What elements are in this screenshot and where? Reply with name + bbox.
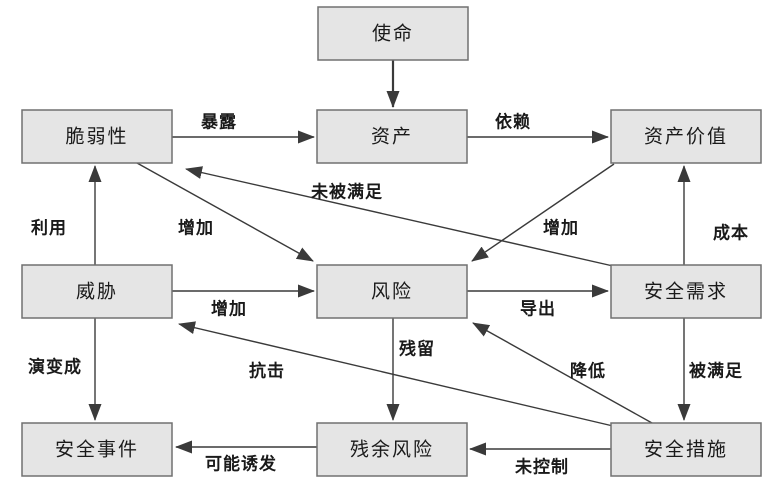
node-security-measure: 安全措施 xyxy=(610,422,762,477)
node-residual-risk: 残余风险 xyxy=(316,422,468,477)
node-security-incident: 安全事件 xyxy=(21,422,173,477)
edge-expose-label: 暴露 xyxy=(200,113,237,132)
node-asset-box xyxy=(316,109,468,164)
edge-increase-by-vulnerability: 增加 xyxy=(136,162,314,262)
node-security-incident-label: 安全事件 xyxy=(55,439,139,461)
edge-increase-by-asset-value: 增加 xyxy=(471,163,615,262)
edge-increase-by-asset-value-line xyxy=(471,163,615,262)
node-asset-value-label: 资产价值 xyxy=(644,126,728,148)
edge-resist-line xyxy=(178,321,614,427)
edge-reduce: 降低 xyxy=(472,322,653,424)
node-security-measure-label: 安全措施 xyxy=(644,439,728,461)
node-vulnerability-label: 脆弱性 xyxy=(65,126,128,148)
edge-reduce-label: 降低 xyxy=(570,361,606,381)
node-mission-box xyxy=(317,6,469,61)
edge-may-induce: 可能诱发 xyxy=(175,440,317,474)
edge-resist: 抗击 xyxy=(178,321,614,427)
edge-derive: 导出 xyxy=(467,284,609,319)
node-security-incident-box xyxy=(21,422,173,477)
node-security-measure-box xyxy=(610,422,762,477)
node-vulnerability-box xyxy=(21,109,173,164)
edge-evolve-into-label: 演变成 xyxy=(28,357,82,377)
node-residual-risk-box xyxy=(316,422,468,477)
node-asset-value-box xyxy=(610,109,762,164)
edge-uncontrolled: 未控制 xyxy=(469,442,611,477)
edge-satisfied: 被满足 xyxy=(677,318,743,421)
edge-uncontrolled-label: 未控制 xyxy=(514,457,569,477)
edge-not-satisfied-line xyxy=(185,166,614,267)
edge-cost: 成本 xyxy=(677,165,749,265)
node-risk: 风险 xyxy=(316,264,468,319)
edge-derive-label: 导出 xyxy=(520,299,556,319)
edge-depend: 依赖 xyxy=(467,112,609,144)
node-risk-box xyxy=(316,264,468,319)
node-asset-label: 资产 xyxy=(371,126,413,148)
node-threat-label: 威胁 xyxy=(76,281,118,303)
edge-depend-label: 依赖 xyxy=(495,112,531,132)
edge-increase-by-threat: 增加 xyxy=(172,284,315,319)
edge-residual: 残留 xyxy=(386,318,435,421)
edge-not-satisfied-label: 未被满足 xyxy=(310,182,383,202)
edge-not-satisfied: 未被满足 xyxy=(185,166,614,267)
edge-expose: 暴露 xyxy=(172,113,315,144)
node-mission: 使命 xyxy=(317,6,469,61)
node-threat: 威胁 xyxy=(21,264,173,319)
edge-cost-label: 成本 xyxy=(713,223,749,243)
node-security-requirement: 安全需求 xyxy=(610,264,762,319)
node-asset-value: 资产价值 xyxy=(610,109,762,164)
edge-residual-label: 残留 xyxy=(399,339,435,359)
nodes-layer: 使命 脆弱性 资产 资产价值 威胁 风险 安全需求 安全事件 xyxy=(21,6,762,477)
edge-exploit-label: 利用 xyxy=(31,218,67,238)
edge-increase-by-asset-value-label: 增加 xyxy=(543,218,579,238)
node-asset: 资产 xyxy=(316,109,468,164)
node-vulnerability: 脆弱性 xyxy=(21,109,173,164)
edge-reduce-line xyxy=(472,322,653,424)
node-security-requirement-box xyxy=(610,264,762,319)
node-security-requirement-label: 安全需求 xyxy=(644,281,728,303)
edge-increase-by-threat-label: 增加 xyxy=(211,299,247,319)
edge-resist-label: 抗击 xyxy=(249,361,285,381)
node-threat-box xyxy=(21,264,173,319)
edge-exploit: 利用 xyxy=(31,165,102,265)
edge-increase-by-vulnerability-line xyxy=(136,162,314,262)
node-risk-label: 风险 xyxy=(371,281,413,303)
node-mission-label: 使命 xyxy=(372,23,414,45)
edge-satisfied-label: 被满足 xyxy=(689,361,743,381)
edges-layer: 暴露 依赖 未被满足 利用 增加 增加 成本 增加 xyxy=(28,60,749,477)
edge-may-induce-label: 可能诱发 xyxy=(205,454,277,474)
node-residual-risk-label: 残余风险 xyxy=(350,439,434,461)
edge-evolve-into: 演变成 xyxy=(28,318,102,421)
edge-increase-by-vulnerability-label: 增加 xyxy=(178,218,214,238)
